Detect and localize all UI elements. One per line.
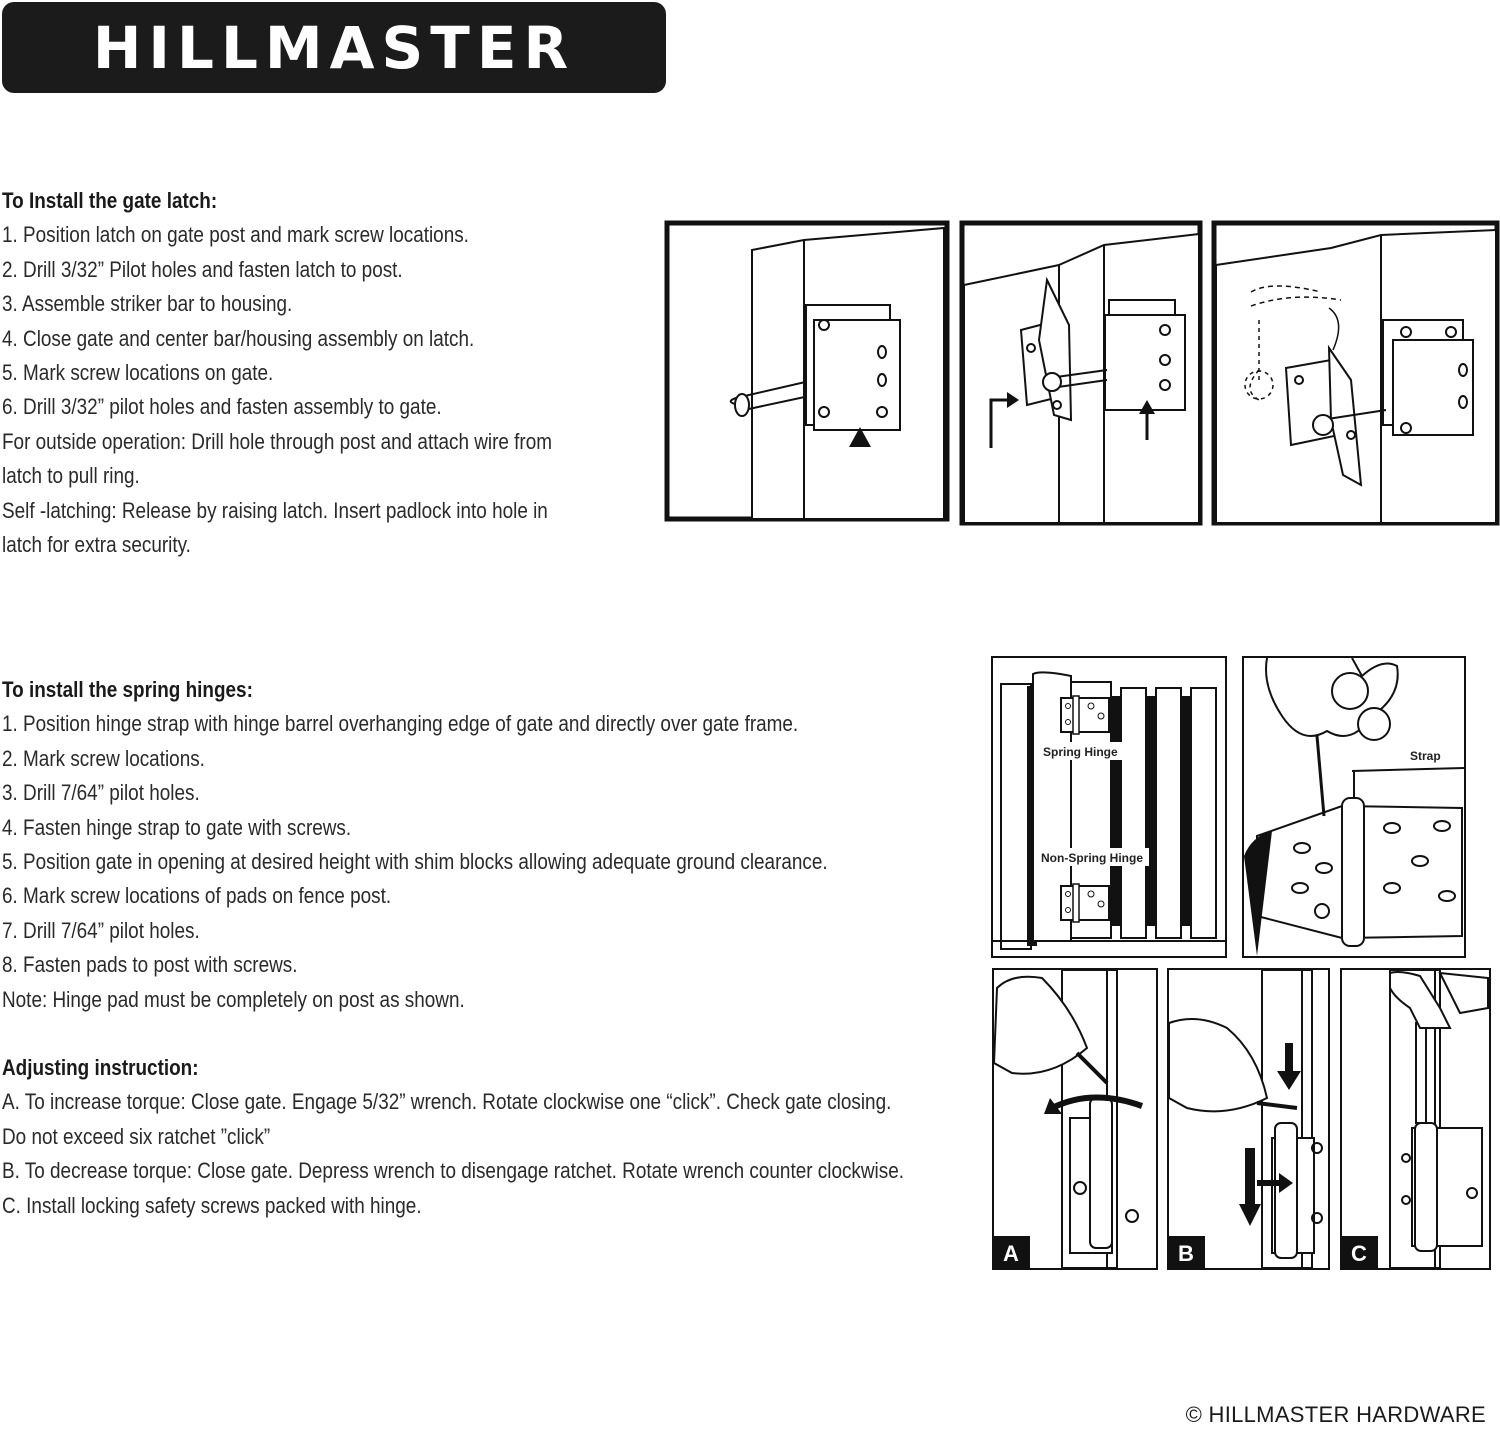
instruction-line: 3. Assemble striker bar to housing. [2,291,293,317]
adjusting-instructions: Adjusting instruction: A. To increase to… [2,1051,1051,1223]
latch-figure-1 [664,220,950,522]
instruction-line: 1. Position hinge strap with hinge barre… [2,711,799,737]
logo-text: HILLMASTER [92,13,576,82]
step-b-figure: B [1167,968,1330,1270]
step-b-badge: B [1178,1241,1194,1266]
instruction-line: 7. Drill 7/64” pilot holes. [2,917,200,943]
instruction-line: 1. Position latch on gate post and mark … [2,222,469,248]
instruction-line: Note: Hinge pad must be completely on po… [2,986,465,1012]
instruction-line: 2. Mark screw locations. [2,745,205,771]
instruction-line: 3. Drill 7/64” pilot holes. [2,780,200,806]
instruction-line: A. To increase torque: Close gate. Engag… [2,1089,892,1115]
strap-drill-figure: Strap [1242,656,1466,958]
spring-hinge-instructions: To install the spring hinges: 1. Positio… [2,673,962,1017]
step-a-badge: A [1003,1241,1019,1266]
instruction-line: 6. Mark screw locations of pads on fence… [2,883,392,909]
gate-hinges-figure: Spring Hinge Non-Spring Hinge [991,656,1227,958]
instruction-line: 5. Position gate in opening at desired h… [2,849,828,875]
instruction-line: 8. Fasten pads to post with screws. [2,952,298,978]
instruction-line: 5. Mark screw locations on gate. [2,360,274,386]
instruction-line: latch to pull ring. [2,463,140,489]
instruction-line: 6. Drill 3/32” pilot holes and fasten as… [2,394,442,420]
spring-hinge-heading: To install the spring hinges: [2,677,253,702]
strap-label: Strap [1410,749,1441,763]
step-c-badge: C [1351,1241,1367,1266]
instruction-line: 2. Drill 3/32” Pilot holes and fasten la… [2,256,403,282]
gate-latch-heading: To Install the gate latch: [2,188,218,213]
latch-figure-3 [1211,220,1500,526]
instruction-line: B. To decrease torque: Close gate. Depre… [2,1158,904,1184]
instruction-line: Self -latching: Release by raising latch… [2,497,548,523]
brand-logo: HILLMASTER [2,2,666,93]
spring-hinge-label: Spring Hinge [1043,745,1118,759]
instruction-line: 4. Close gate and center bar/housing ass… [2,325,475,351]
copyright-text: © HILLMASTER HARDWARE [1185,1402,1486,1427]
gate-latch-instructions: To Install the gate latch: 1. Position l… [2,184,642,562]
instruction-line: latch for extra security. [2,532,191,558]
adjusting-heading: Adjusting instruction: [2,1055,199,1080]
step-a-figure: A [992,968,1158,1270]
step-c-figure: C [1340,968,1491,1270]
instruction-line: C. Install locking safety screws packed … [2,1192,422,1218]
instruction-line: Do not exceed six ratchet ”click” [2,1123,271,1149]
instruction-line: For outside operation: Drill hole throug… [2,428,553,454]
instruction-line: 4. Fasten hinge strap to gate with screw… [2,814,352,840]
non-spring-hinge-label: Non-Spring Hinge [1041,851,1143,865]
latch-figure-2 [959,220,1203,526]
